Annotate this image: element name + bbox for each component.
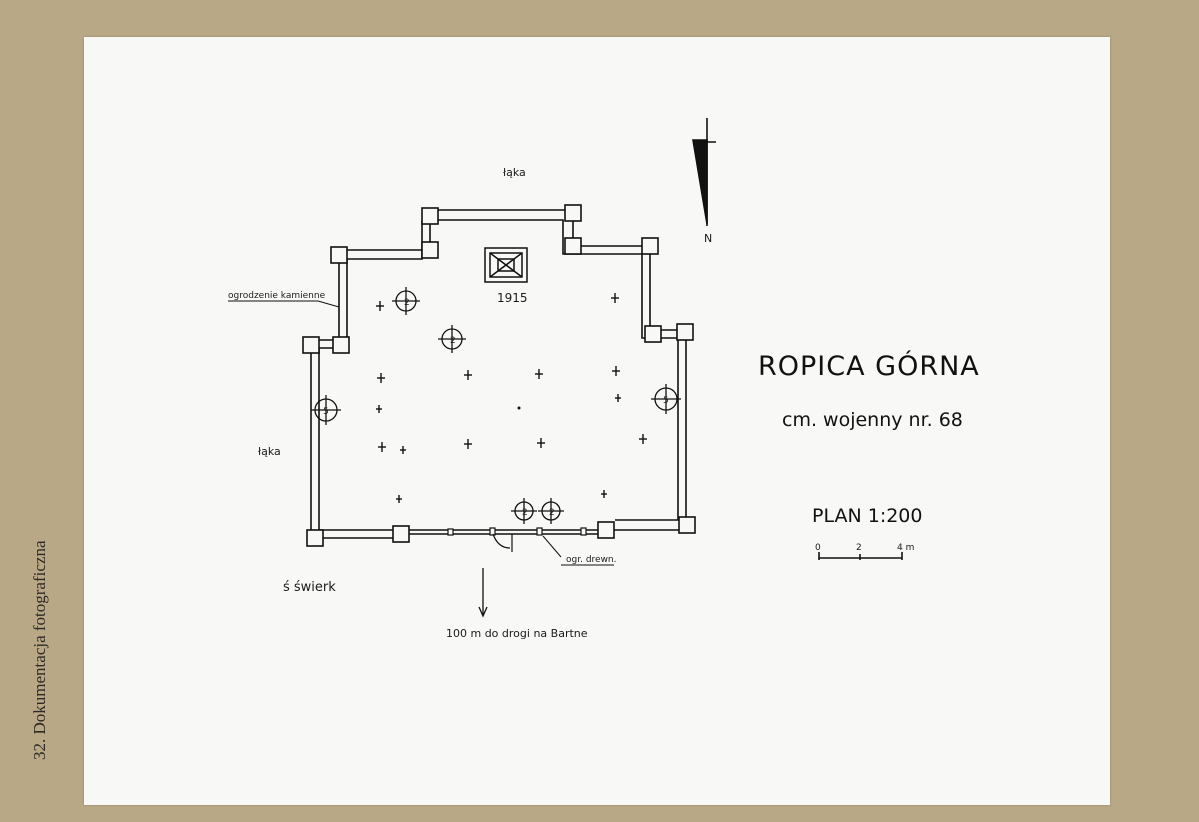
grave-number: 5	[663, 396, 669, 406]
grave-number: 2	[549, 508, 555, 518]
plan-title: ROPICA GÓRNA	[758, 350, 980, 382]
circle-grave-numbers: 2 2 5 5 2 2	[323, 298, 669, 518]
paper-sheet	[84, 37, 1110, 805]
year-label: 1915	[497, 291, 528, 305]
grave-cross-icons	[376, 293, 647, 503]
road-arrow-icon	[478, 568, 488, 618]
wooden-fence-leader	[542, 535, 614, 566]
wooden-fence-label: ogr. drewn.	[566, 555, 617, 565]
grave-number: 2	[450, 336, 456, 346]
gate-icon	[492, 533, 513, 552]
north-label: N	[704, 232, 712, 245]
grave-number: 2	[404, 298, 410, 308]
wall-pillars	[302, 204, 696, 547]
scale-bar	[818, 552, 903, 560]
scale-tick-label: 4 m	[897, 543, 914, 553]
spruce-label: ś świerk	[283, 580, 336, 595]
top-meadow-label: łąka	[503, 166, 526, 179]
stone-fence-label: ogrodzenie kamienne	[228, 291, 326, 301]
grave-number: 5	[323, 407, 329, 417]
wooden-fence-posts	[447, 527, 587, 536]
plan-subtitle: cm. wojenny nr. 68	[782, 409, 963, 431]
stone-fence-leader	[228, 300, 340, 308]
scale-tick-label: 0	[815, 543, 821, 553]
scale-tick-label: 2	[856, 543, 862, 553]
left-meadow-label: łąka	[258, 445, 281, 458]
north-arrow-icon	[692, 118, 716, 226]
plan-scale-label: PLAN 1:200	[812, 505, 922, 527]
center-dot	[517, 406, 521, 410]
road-label: 100 m do drogi na Bartne	[446, 627, 588, 640]
grave-number: 2	[522, 508, 528, 518]
circle-grave-icons	[311, 287, 681, 524]
monument-icon	[484, 247, 528, 283]
